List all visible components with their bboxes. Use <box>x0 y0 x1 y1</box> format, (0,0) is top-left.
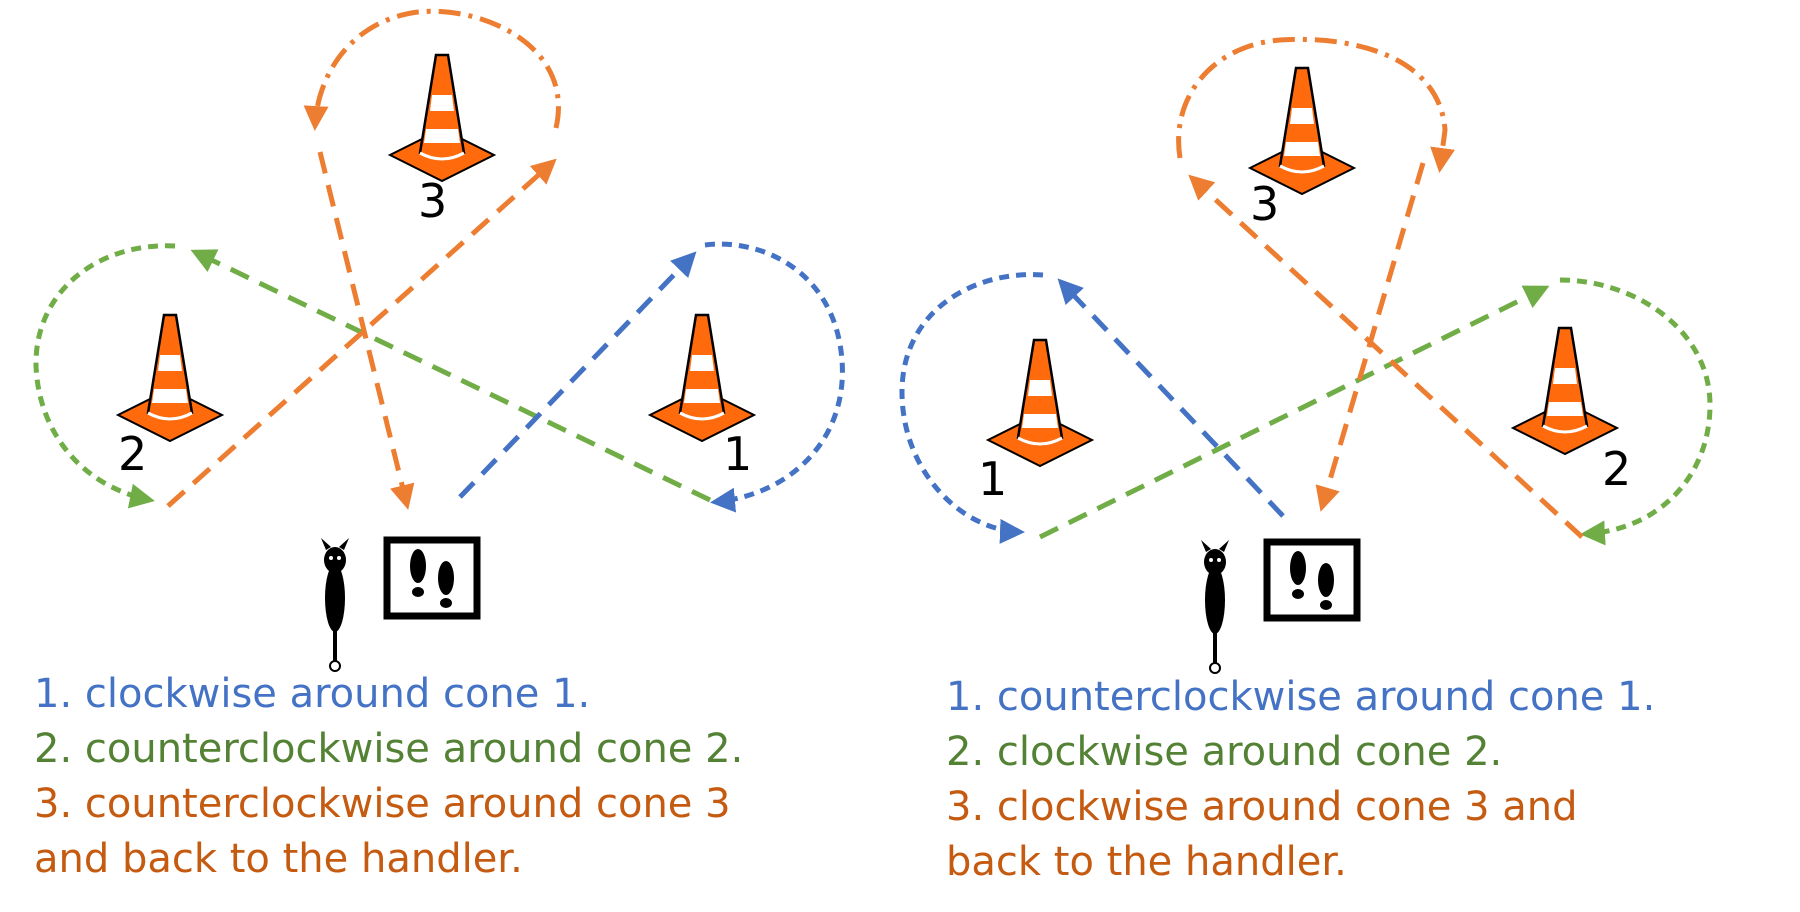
dog-icon <box>319 536 351 673</box>
footprints-icon <box>387 540 477 616</box>
step-3-text: 3. clockwise around cone 3 and <box>946 784 1578 830</box>
route-orange-out <box>166 158 557 508</box>
traffic-cone-icon <box>388 53 496 183</box>
cone-label: 3 <box>1250 177 1279 231</box>
diagram-left: 3 2 1 <box>33 8 845 673</box>
diagram-right: 3 1 2 <box>899 36 1713 675</box>
route-green-line <box>190 249 712 503</box>
traffic-cone-icon <box>986 338 1094 468</box>
cone-2: 2 <box>1511 326 1631 496</box>
dog-icon <box>1199 538 1231 675</box>
route-orange-out <box>1188 174 1584 539</box>
cone-3: 3 <box>1248 66 1356 231</box>
route-orange-back <box>1315 162 1426 512</box>
traffic-cone-icon <box>116 313 224 443</box>
cone-2: 2 <box>116 313 224 481</box>
traffic-cone-icon <box>1248 66 1356 196</box>
step-2-text: 2. clockwise around cone 2. <box>946 729 1503 775</box>
route-orange-back <box>317 151 415 510</box>
route-blue-loop <box>899 272 1044 544</box>
cone-label: 1 <box>978 452 1007 506</box>
route-orange-loop <box>303 8 561 131</box>
route-blue-line <box>1057 278 1285 518</box>
cone-label: 2 <box>1602 442 1631 496</box>
cone-label: 3 <box>418 174 447 228</box>
route-orange-loop <box>1176 36 1456 173</box>
traffic-cone-icon <box>648 313 756 443</box>
step-1-text: 1. clockwise around cone 1. <box>34 671 591 717</box>
route-blue-loop <box>704 241 845 513</box>
cone-1: 1 <box>978 338 1094 506</box>
route-green-loop <box>1559 277 1713 546</box>
cone-1: 1 <box>648 313 756 481</box>
cone-label: 1 <box>723 427 752 481</box>
route-blue-line <box>458 251 697 499</box>
route-green-line <box>1038 285 1550 540</box>
cone-label: 2 <box>118 427 147 481</box>
step-3-text: 3. counterclockwise around cone 3 <box>34 781 731 827</box>
step-2-text: 2. counterclockwise around cone 2. <box>34 726 744 772</box>
route-green-loop <box>33 243 176 509</box>
step-3-continued-text: and back to the handler. <box>34 836 523 882</box>
step-3-continued-text: back to the handler. <box>946 839 1347 885</box>
traffic-cone-icon <box>1511 326 1619 456</box>
footprints-icon <box>1267 542 1357 618</box>
step-1-text: 1. counterclockwise around cone 1. <box>946 674 1656 720</box>
cone-3: 3 <box>388 53 496 228</box>
